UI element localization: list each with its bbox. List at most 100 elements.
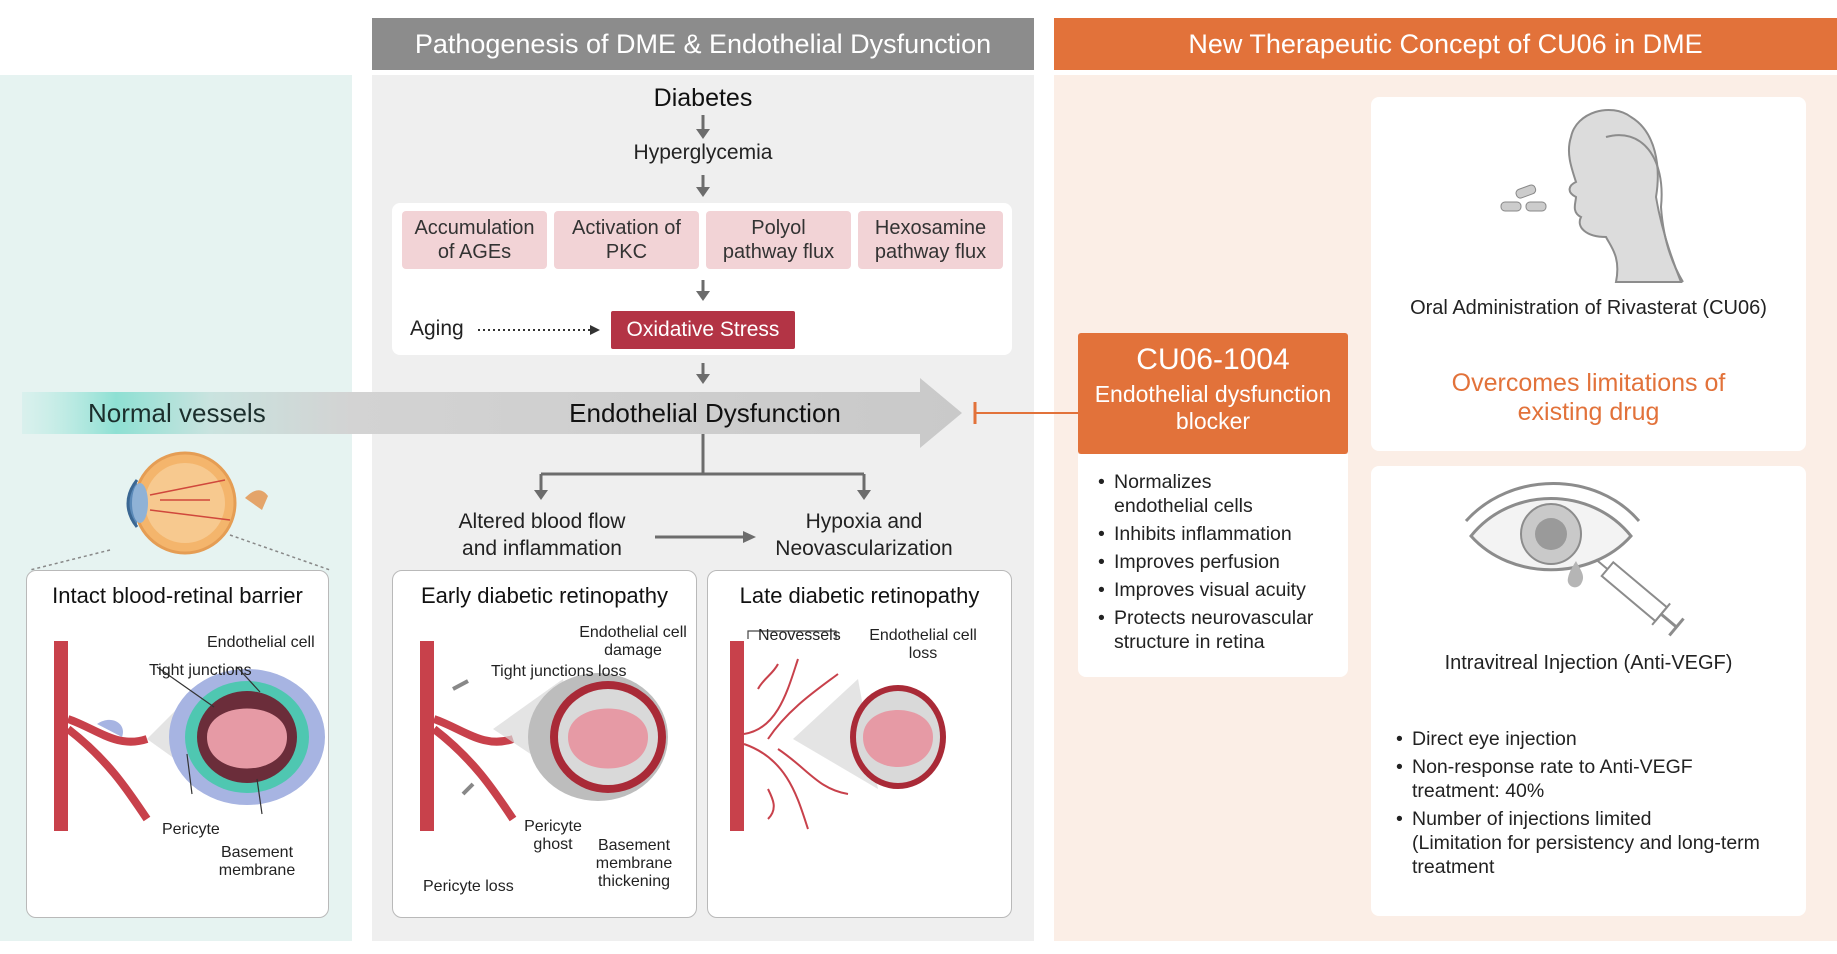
effect-line1: Protects neurovascular bbox=[1114, 607, 1314, 629]
early-basement-l3: thickening bbox=[597, 873, 671, 890]
intact-basement-label: Basement membrane bbox=[217, 844, 297, 880]
injection-line1: Non-response rate to Anti-VEGF bbox=[1412, 756, 1693, 778]
pathway-line: Accumulation bbox=[414, 217, 535, 239]
injection-line1: Direct eye injection bbox=[1412, 728, 1577, 750]
oral-result-l2: existing drug bbox=[1517, 398, 1660, 426]
person-taking-pill-icon bbox=[1500, 108, 1684, 283]
branch-arrow-right bbox=[857, 490, 871, 500]
intact-endothelial-label: Endothelial cell bbox=[207, 634, 315, 651]
early-card-title: Early diabetic retinopathy bbox=[420, 583, 669, 608]
early-endo-damage-label: Endothelial cell damage bbox=[563, 624, 703, 660]
early-vessel-illustration bbox=[420, 641, 668, 831]
cu06-effect-item: Improves visual acuity bbox=[1098, 578, 1348, 602]
arrow-hyper-box bbox=[696, 175, 710, 197]
endothelial-band-arrow bbox=[22, 378, 962, 448]
oral-box: Oral Administration of Rivasterat (CU06)… bbox=[1371, 97, 1806, 451]
branch-connector bbox=[539, 434, 866, 492]
altered-flow-line2: and inflammation bbox=[462, 537, 622, 560]
late-endo-loss-label: Endothelial cell loss bbox=[853, 627, 993, 663]
late-endo-l1: Endothelial cell bbox=[869, 627, 977, 644]
altered-flow-label: Altered blood flow and inflammation bbox=[432, 508, 652, 562]
diabetes-label: Diabetes bbox=[653, 84, 753, 112]
cu06-subtitle-l2: blocker bbox=[1175, 408, 1251, 434]
cu06-effect-item: Inhibits inflammation bbox=[1098, 522, 1348, 546]
oral-result: Overcomes limitations of existing drug bbox=[1371, 369, 1806, 427]
late-card-title: Late diabetic retinopathy bbox=[739, 583, 980, 608]
injection-item: Direct eye injection bbox=[1396, 727, 1806, 751]
intact-basement-l2: membrane bbox=[218, 862, 296, 879]
altered-flow-line1: Altered blood flow bbox=[458, 510, 626, 533]
cu06-box: CU06-1004 Endothelial dysfunction blocke… bbox=[1078, 333, 1348, 454]
endothelial-dysfunction-label: Endothelial Dysfunction bbox=[0, 398, 1410, 429]
injection-line2: (Limitation for persistency and long-ter… bbox=[1412, 832, 1760, 854]
early-ghost-l1: Pericyte bbox=[524, 818, 582, 835]
arrow-diabetes-hyper bbox=[696, 115, 710, 139]
early-basement-l2: membrane bbox=[595, 855, 673, 872]
oral-label: Oral Administration of Rivasterat (CU06) bbox=[1410, 297, 1767, 319]
late-neovessels-label: Neovessels bbox=[758, 627, 841, 644]
effect-line1: Inhibits inflammation bbox=[1114, 523, 1292, 545]
pathogenesis-header: Pathogenesis of DME & Endothelial Dysfun… bbox=[372, 18, 1034, 70]
injection-box: Intravitreal Injection (Anti-VEGF) Direc… bbox=[1371, 466, 1806, 916]
injection-list: Direct eye injection Non-response rate t… bbox=[1396, 727, 1806, 883]
pathway-line: PKC bbox=[605, 241, 648, 263]
pathway-line: Polyol bbox=[751, 217, 806, 239]
intact-card: Intact blood-retinal barrier Endothelial… bbox=[26, 570, 329, 918]
hyperglycemia-label: Hyperglycemia bbox=[633, 141, 773, 164]
arrow-flow-hypoxia bbox=[655, 531, 756, 543]
early-pericyte-loss-label: Pericyte loss bbox=[423, 878, 514, 895]
aging-label: Aging bbox=[410, 317, 464, 340]
early-tight-loss-label: Tight junctions loss bbox=[491, 663, 627, 680]
intact-basement-l1: Basement bbox=[220, 844, 294, 861]
pathway-line: Activation of bbox=[572, 217, 681, 239]
branch-arrow-left bbox=[534, 490, 548, 500]
late-endo-l2: loss bbox=[908, 645, 938, 662]
injection-label: Intravitreal Injection (Anti-VEGF) bbox=[1444, 652, 1733, 674]
early-pericyte-ghost-label: Pericyte ghost bbox=[513, 818, 593, 854]
intact-card-title: Intact blood-retinal barrier bbox=[52, 583, 303, 608]
cu06-subtitle-l1: Endothelial dysfunction bbox=[1094, 381, 1332, 407]
effect-line1: Improves visual acuity bbox=[1114, 579, 1306, 601]
pathway-line: pathway flux bbox=[874, 241, 987, 263]
oxidative-stress-box: Oxidative Stress bbox=[611, 311, 795, 349]
intact-tight-label: Tight junctions bbox=[149, 662, 252, 679]
normal-vessels-label: Normal vessels bbox=[88, 398, 266, 428]
pathway-line: pathway flux bbox=[722, 241, 835, 263]
hypoxia-label: Hypoxia and Neovascularization bbox=[752, 508, 976, 562]
eye-cross-section-icon bbox=[29, 451, 331, 571]
early-basement-l1: Basement bbox=[597, 837, 671, 854]
early-ghost-l2: ghost bbox=[533, 836, 573, 853]
late-vessel-illustration bbox=[730, 630, 946, 831]
intact-pericyte-label: Pericyte bbox=[162, 821, 220, 838]
eye-injection-icon bbox=[1464, 482, 1685, 637]
injection-item: Non-response rate to Anti-VEGFtreatment:… bbox=[1396, 755, 1806, 803]
early-card: Early diabetic retinopathy Endothelial c… bbox=[392, 570, 697, 918]
aging-dotted-arrow bbox=[478, 325, 600, 335]
late-card: Late diabetic retinopathy Neovessels End… bbox=[707, 570, 1012, 918]
injection-item: Number of injections limited(Limitation … bbox=[1396, 807, 1806, 879]
new-concept-header: New Therapeutic Concept of CU06 in DME bbox=[1054, 18, 1837, 70]
arrow-pathways-stress bbox=[696, 280, 710, 301]
hypoxia-line1: Hypoxia and bbox=[805, 510, 923, 533]
effect-line2: endothelial cells bbox=[1114, 495, 1253, 517]
injection-line2: treatment: 40% bbox=[1412, 780, 1545, 802]
arrow-stress-dysfunction bbox=[696, 363, 710, 384]
injection-line1: Number of injections limited bbox=[1412, 808, 1652, 830]
intact-vessel-illustration bbox=[54, 641, 325, 831]
early-endo-l2: damage bbox=[604, 642, 662, 659]
pathway-line: Hexosamine bbox=[874, 217, 987, 239]
effect-line1: Improves perfusion bbox=[1114, 551, 1280, 573]
cu06-name: CU06-1004 bbox=[1136, 343, 1290, 376]
inhibition-connector bbox=[973, 402, 1078, 424]
injection-line3: treatment bbox=[1412, 856, 1495, 878]
effect-line1: Normalizes bbox=[1114, 471, 1212, 493]
pathway-line: of AGEs bbox=[437, 241, 512, 263]
